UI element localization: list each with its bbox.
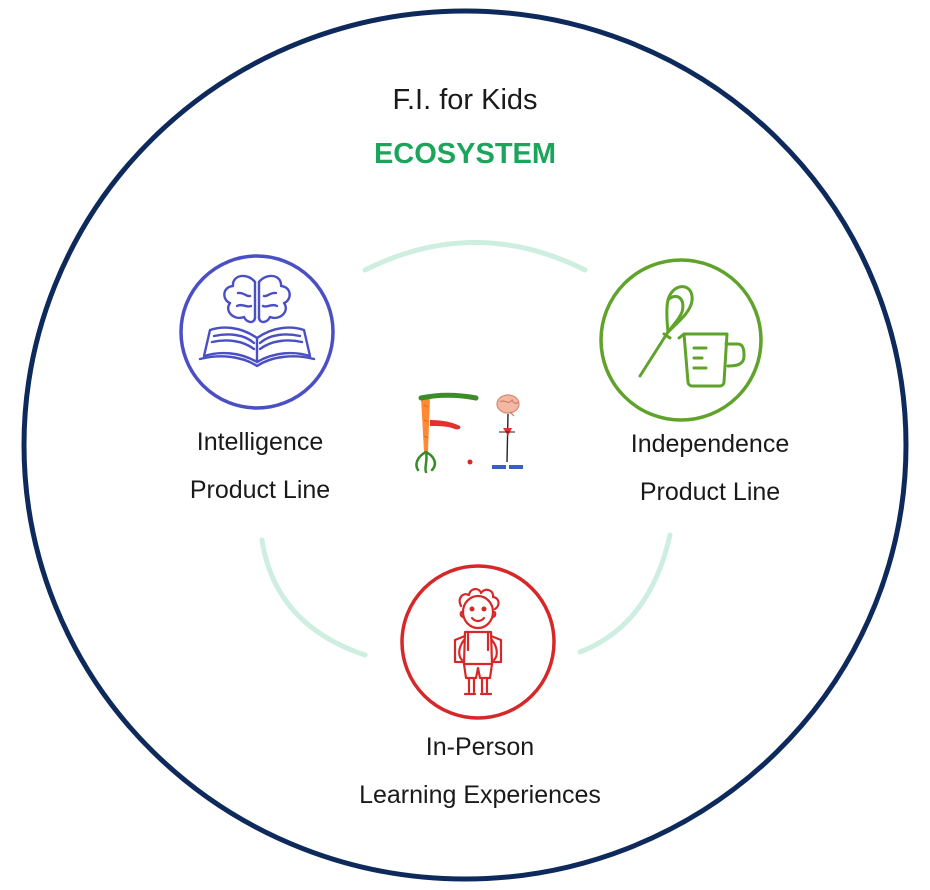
intelligence-node <box>179 254 335 410</box>
carrot-leaves <box>415 450 437 474</box>
connector-arc-top <box>362 240 588 273</box>
diagram-title: F.I. for Kids <box>392 84 538 116</box>
pepper-bar <box>430 420 461 430</box>
in-person-label: In-Person Learning Experiences <box>320 728 640 814</box>
in-person-label-line-2: Learning Experiences <box>359 781 601 809</box>
brain-book-icon <box>198 274 316 368</box>
in-person-label-line-1: In-Person <box>425 733 535 761</box>
independence-circle <box>599 258 763 422</box>
carrot-stem <box>421 398 430 452</box>
intelligence-label-line-2: Product Line <box>189 476 331 504</box>
connector-arc-right <box>577 532 673 655</box>
connector-arcs <box>259 240 673 658</box>
whisk-measuring-cup-icon <box>638 285 746 388</box>
independence-label: Independence Product Line <box>580 425 840 511</box>
independence-label-line-1: Independence <box>630 430 790 458</box>
logo-dot <box>467 459 473 465</box>
independence-node <box>599 258 763 422</box>
intelligence-label-line-1: Intelligence <box>196 428 324 456</box>
brain-head <box>496 394 520 414</box>
in-person-node <box>400 564 556 720</box>
bean-bar <box>418 392 479 401</box>
stick-body <box>506 413 509 463</box>
outer-ring <box>21 8 909 882</box>
fi-logo-icon <box>415 392 523 474</box>
blue-feet <box>492 465 523 469</box>
independence-label-line-2: Product Line <box>639 478 781 506</box>
connector-arc-left <box>259 537 368 658</box>
diagram-subtitle: ECOSYSTEM <box>373 138 557 170</box>
intelligence-circle <box>179 254 335 410</box>
child-backpack-icon <box>453 588 503 696</box>
in-person-circle <box>400 564 556 720</box>
intelligence-label: Intelligence Product Line <box>130 423 390 509</box>
